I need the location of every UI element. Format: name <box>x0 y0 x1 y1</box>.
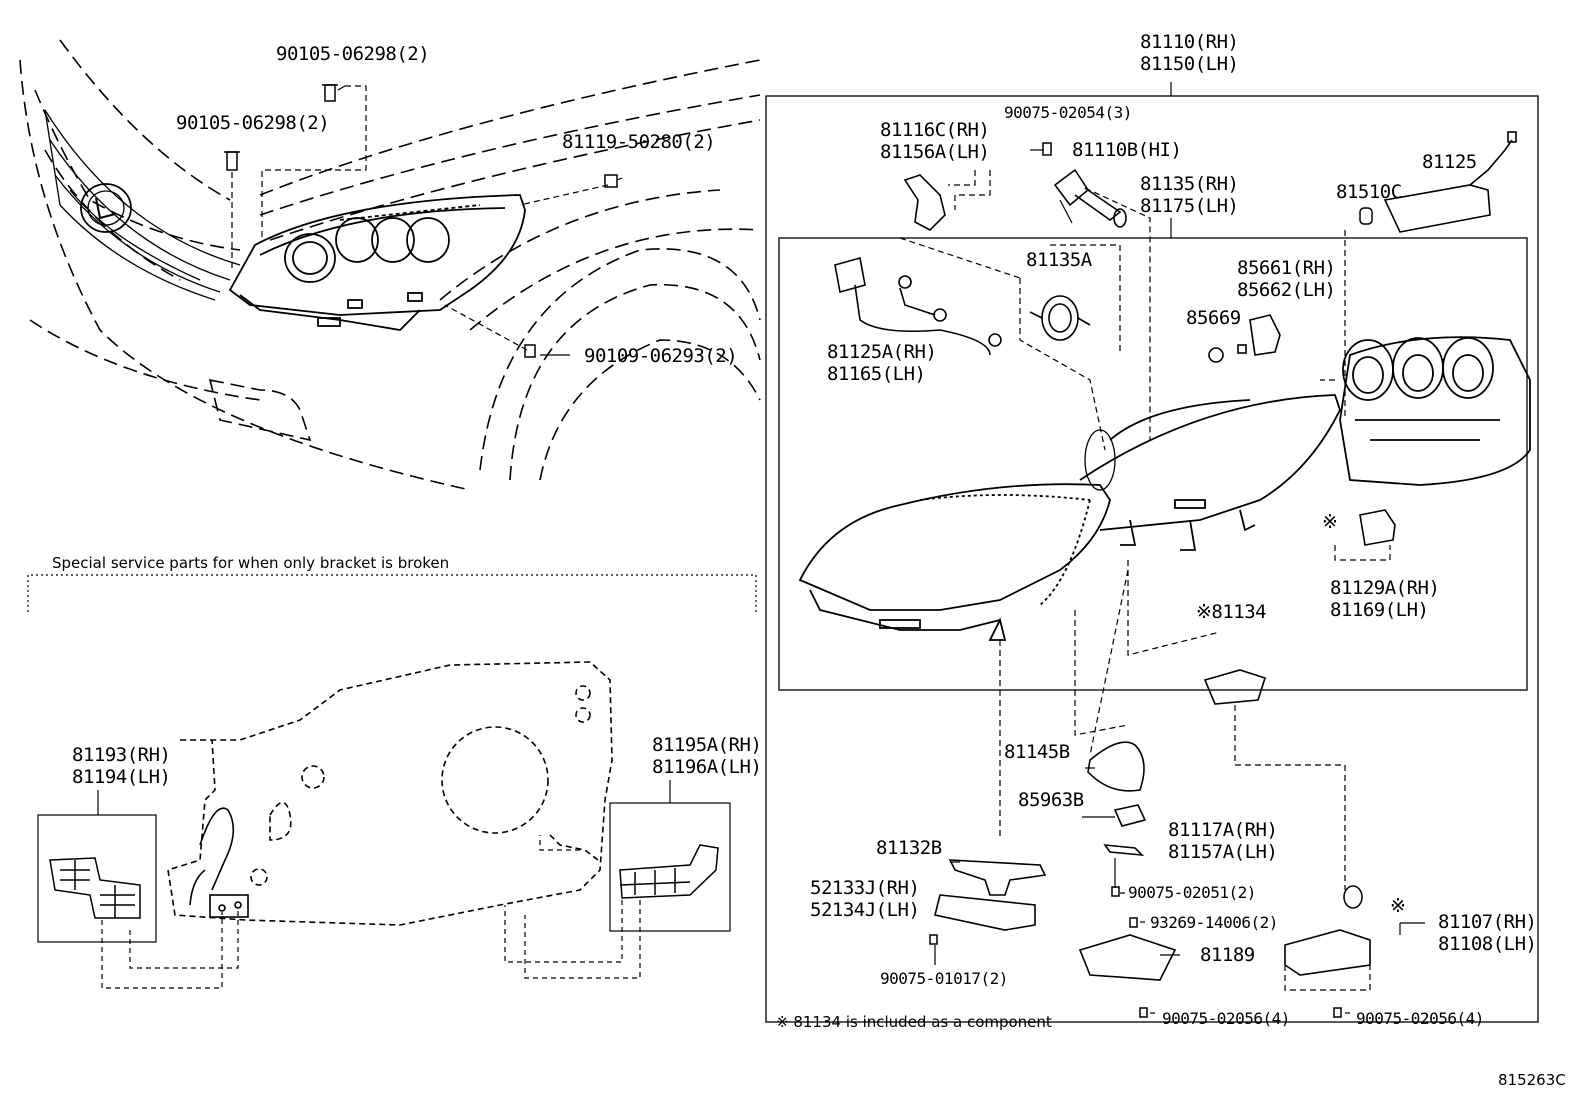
callout-90105-mid: 90105-06298(2) <box>176 112 330 134</box>
callout-81107-mark: ※ <box>1390 895 1406 917</box>
callout-81169: 81169(LH) <box>1330 599 1429 621</box>
callout-81119: 81119-50280(2) <box>562 131 716 153</box>
callout-93269: 93269-14006(2) <box>1150 913 1278 932</box>
callout-81117a: 81117A(RH) <box>1168 819 1278 841</box>
figure-id: 815263C <box>1498 1071 1566 1089</box>
callout-81129a: 81129A(RH) <box>1330 577 1440 599</box>
callout-81150-lh: 81150(LH) <box>1140 53 1239 75</box>
callout-90075-02056-a: 90075-02056(4) <box>1162 1009 1290 1028</box>
callout-81116c: 81116C(RH) <box>880 119 990 141</box>
callout-81108: 81108(LH) <box>1438 933 1537 955</box>
callout-81175-lh: 81175(LH) <box>1140 195 1239 217</box>
callout-81135a: 81135A <box>1026 249 1092 271</box>
component-note: ※ 81134 is included as a component <box>776 1013 1052 1031</box>
callout-81107: 81107(RH) <box>1438 911 1537 933</box>
callout-81156a: 81156A(LH) <box>880 141 990 163</box>
callout-81157a: 81157A(LH) <box>1168 841 1278 863</box>
callout-81194: 81194(LH) <box>72 766 171 788</box>
vehicle-front-view <box>19 39 761 491</box>
callout-81134: ※81134 <box>1196 601 1267 623</box>
callout-81125: 81125 <box>1422 151 1477 173</box>
headlamp-exploded-view <box>765 82 1539 1023</box>
callout-90075-02056-b: 90075-02056(4) <box>1356 1009 1484 1028</box>
callout-90075-02051: 90075-02051(2) <box>1128 883 1256 902</box>
bracket-note: Special service parts for when only brac… <box>52 554 450 572</box>
bracket-repair-section <box>27 574 757 989</box>
callout-85662: 85662(LH) <box>1237 279 1336 301</box>
callout-90105-top: 90105-06298(2) <box>276 43 430 65</box>
callout-52134j: 52134J(LH) <box>810 899 920 921</box>
callout-81189: 81189 <box>1200 944 1255 966</box>
callout-81196a: 81196A(LH) <box>652 756 762 778</box>
callout-85661: 85661(RH) <box>1237 257 1336 279</box>
callout-90075-02054: 90075-02054(3) <box>1004 103 1132 122</box>
callout-85669: 85669 <box>1186 307 1241 329</box>
callout-90109: 90109-06293(2) <box>584 345 738 367</box>
callout-81129a-mark: ※ <box>1322 511 1338 533</box>
callout-81145b: 81145B <box>1004 741 1070 763</box>
callout-81510c: 81510C <box>1336 181 1402 203</box>
callout-81135-rh: 81135(RH) <box>1140 173 1239 195</box>
callout-81195a: 81195A(RH) <box>652 734 762 756</box>
callout-81165: 81165(LH) <box>827 363 926 385</box>
callout-81110-rh: 81110(RH) <box>1140 31 1239 53</box>
callout-81110b: 81110B(HI) <box>1072 139 1182 161</box>
callout-90075-01017: 90075-01017(2) <box>880 969 1008 988</box>
callout-81132b: 81132B <box>876 837 942 859</box>
callout-85963b: 85963B <box>1018 789 1084 811</box>
callout-81193: 81193(RH) <box>72 744 171 766</box>
callout-81125a: 81125A(RH) <box>827 341 937 363</box>
callout-52133j: 52133J(RH) <box>810 877 920 899</box>
